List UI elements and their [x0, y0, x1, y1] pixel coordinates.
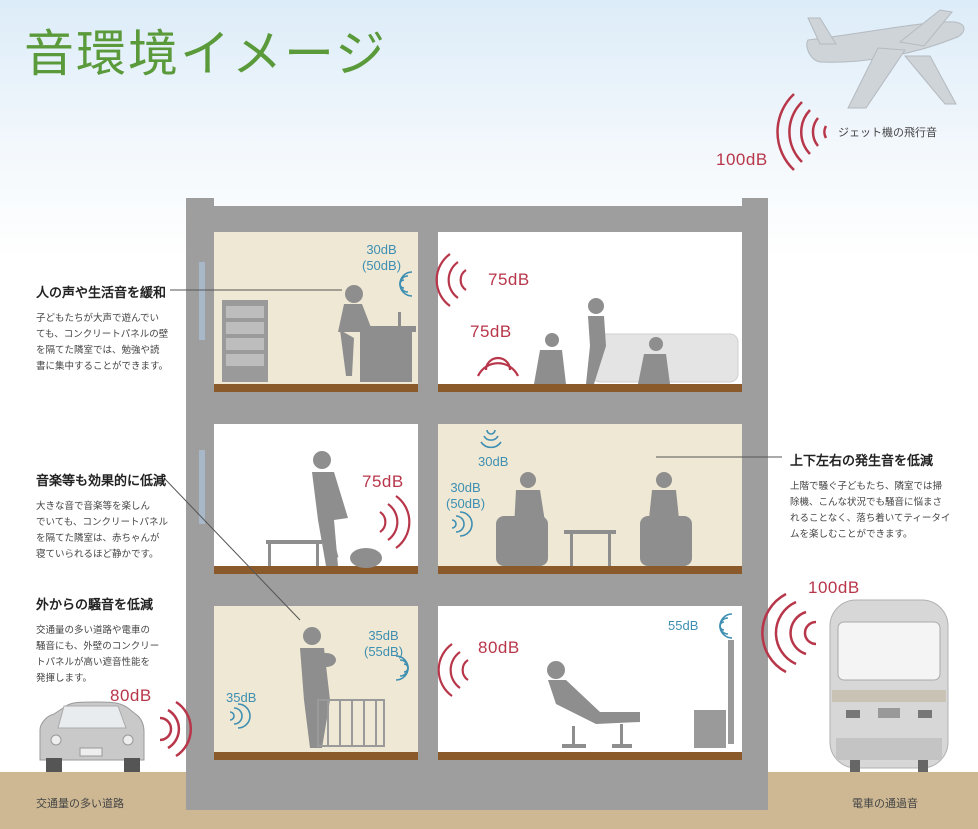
loud-waves-bottom-right-icon	[439, 644, 468, 696]
car-level: 80dB	[110, 686, 152, 706]
level-bottom-left-b: 35dB	[226, 690, 256, 706]
tea-time-people-icon	[496, 472, 692, 566]
level-mid-left: 75dB	[362, 472, 404, 492]
car-icon	[40, 702, 144, 772]
note-heading: 音楽等も効果的に低減	[36, 470, 176, 489]
stereo-icon	[694, 640, 734, 748]
train-level: 100dB	[808, 578, 860, 598]
car-sound-waves-icon	[160, 702, 191, 756]
note-living-noise: 人の声や生活音を緩和 子どもたちが大声で遊んでいても、コンクリートパネルの壁を隔…	[36, 282, 176, 375]
jet-level: 100dB	[716, 150, 768, 170]
jet-sound-waves-icon	[777, 94, 826, 170]
note-heading: 外からの騒音を低減	[36, 594, 176, 613]
level-bottom-right-red: 80dB	[478, 638, 520, 658]
level-top-right-b: 75dB	[470, 322, 512, 342]
note-body: 交通量の多い道路や電車の騒音にも、外壁のコンクリートパネルが高い遮音性能を発揮し…	[36, 623, 176, 687]
loud-waves-mid-left-icon	[380, 496, 409, 548]
note-body: 子どもたちが大声で遊んでいても、コンクリートパネルの壁を隔てた隣室では、勉強や読…	[36, 311, 176, 375]
level-mid-right-top: 30dB	[478, 454, 508, 470]
jet-caption: ジェット機の飛行音	[838, 124, 937, 140]
train-icon	[830, 600, 948, 772]
quiet-waves-bottom-right-icon	[720, 614, 732, 638]
level-bottom-right-blue: 55dB	[668, 618, 698, 634]
level-bottom-left-a: 35dB(55dB)	[364, 628, 403, 660]
level-top-right-a: 75dB	[488, 270, 530, 290]
note-body: 大きな音で音楽等を楽しんでいても、コンクリートパネルを隔てた隣室は、赤ちゃんが寝…	[36, 499, 176, 563]
train-sound-waves-icon	[762, 594, 816, 672]
window-frames	[199, 262, 205, 524]
note-heading: 人の声や生活音を緩和	[36, 282, 176, 301]
car-caption: 交通量の多い道路	[36, 795, 124, 811]
note-heading: 上下左右の発生音を低減	[790, 450, 970, 469]
note-surrounding-noise: 上下左右の発生音を低減 上階で騒ぐ子どもたち、隣室では掃除機、こんな状況でも騒音…	[790, 450, 970, 543]
studying-person-icon	[338, 285, 416, 382]
quiet-waves-top-left-icon	[400, 272, 412, 296]
note-body: 上階で騒ぐ子どもたち、隣室では掃除機、こんな状況でも騒音に悩まされることなく、落…	[790, 479, 970, 543]
lounging-person-icon	[547, 661, 640, 748]
train-caption: 電車の通過音	[852, 795, 918, 811]
vacuuming-person-icon	[266, 451, 382, 568]
note-outside-noise: 外からの騒音を低減 交通量の多い道路や電車の騒音にも、外壁のコンクリートパネルが…	[36, 594, 176, 687]
note-music-noise: 音楽等も効果的に低減 大きな音で音楽等を楽しんでいても、コンクリートパネルを隔て…	[36, 470, 176, 563]
baby-crib-icon	[318, 700, 384, 746]
drawer-cabinet-icon	[222, 300, 268, 382]
level-top-left: 30dB(50dB)	[362, 242, 401, 274]
level-mid-right-side: 30dB(50dB)	[446, 480, 485, 512]
airplane-icon	[807, 10, 964, 108]
